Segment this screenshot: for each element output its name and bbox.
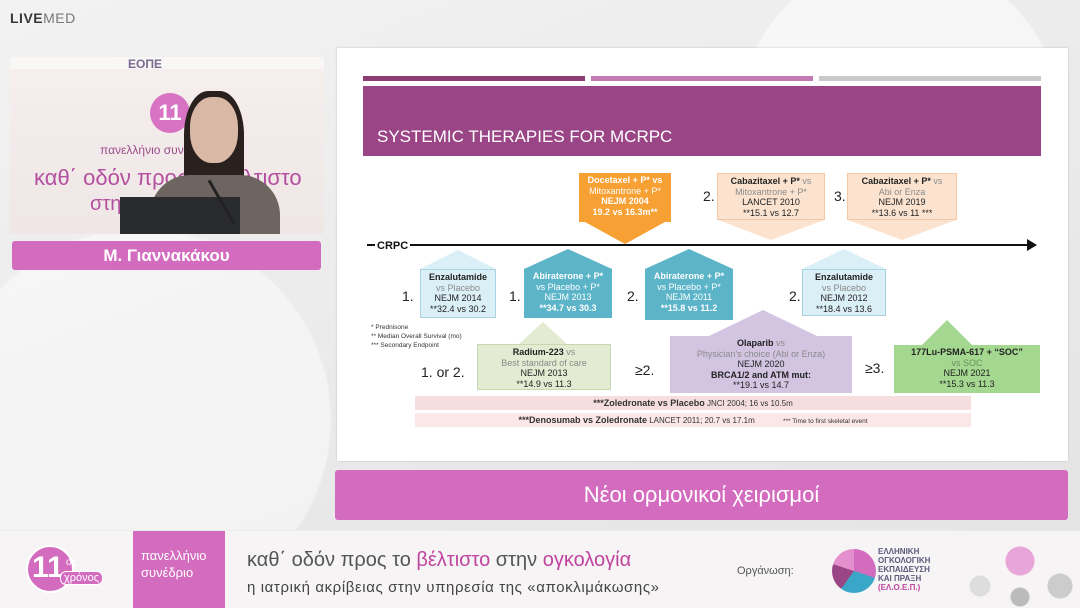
conference-label-box: πανελλήνιο συνέδριο	[133, 531, 225, 608]
legend-line: * Prednisone	[371, 324, 409, 331]
therapy-lutetium-psma: 177Lu-PSMA-617 + “SOC” vs SOC NEJM 2021 …	[894, 345, 1040, 393]
presentation-slide: SYSTEMIC THERAPIES FOR MCRPC Docetaxel +…	[337, 48, 1068, 461]
therapy-enzalutamide-2012: Enzalutamide vs Placebo NEJM 2012 **18.4…	[802, 269, 886, 316]
slide-accent-bar-3	[819, 76, 1041, 81]
slide-accent-bar-2	[591, 76, 813, 81]
therapy-cabazitaxel-2019: Cabazitaxel + P* vs Abi or Enza NEJM 201…	[847, 173, 957, 220]
organizer-name: ΕΛΛΗΝΙΚΗ ΟΓΚΟΛΟΓΙΚΗ ΕΚΠΑΙΔΕΥΣΗ ΚΑΙ ΠΡΑΞΗ…	[878, 547, 931, 592]
line-number: 2.	[703, 188, 715, 204]
decorative-spheres	[950, 531, 1080, 608]
therapy-olaparib: Olaparib vs Physician's choice (Abi or E…	[670, 336, 852, 393]
line-number: ≥2.	[635, 362, 655, 378]
footer-banner: 11 ος χρόνος πανελλήνιο συνέδριο καθ΄ οδ…	[0, 531, 1080, 608]
line-number: 1.	[402, 288, 414, 304]
speaker-head	[190, 97, 238, 163]
anniversary-suffix: ος	[66, 557, 77, 568]
legend-line: *** Secondary Endpoint	[371, 342, 439, 349]
lutetium-arrow	[921, 320, 973, 346]
legend-line: ** Median Overall Survival (mo)	[371, 333, 462, 340]
anniversary-number: 11	[32, 551, 64, 584]
anniversary-badge	[26, 545, 74, 593]
anniversary-word: χρόνος	[60, 571, 104, 585]
enzalutamide-2014-arrow	[420, 250, 496, 269]
line-number: 1. or 2.	[421, 364, 465, 380]
eone-logo: ΕΟΠΕ	[128, 57, 163, 71]
speaker-name-bar: Μ. Γιαννακάκου	[12, 241, 321, 270]
docetaxel-arrow	[585, 222, 665, 244]
video-banner	[10, 57, 324, 69]
organizer-logo-icon	[832, 549, 876, 593]
video-backdrop-text-1: πανελλήνιο συνέδριο	[100, 143, 212, 157]
cabazitaxel-2019-arrow	[848, 220, 956, 240]
radium-arrow	[519, 322, 567, 344]
line-number: 2.	[789, 288, 801, 304]
conference-tagline: καθ΄ οδόν προς το βέλτιστο στην ογκολογί…	[247, 549, 632, 571]
therapy-cabazitaxel-2010: Cabazitaxel + P* vs Mitoxantrone + P* LA…	[717, 173, 825, 220]
slide-title: SYSTEMIC THERAPIES FOR MCRPC	[377, 127, 673, 146]
line-number: 2.	[627, 288, 639, 304]
organizer-label: Οργάνωση:	[737, 565, 794, 577]
abiraterone-2011-arrow	[645, 249, 733, 269]
therapy-abiraterone-2013: Abiraterone + P* vs Placebo + P* NEJM 20…	[524, 269, 612, 318]
line-number: 1.	[509, 288, 521, 304]
line-number: 3.	[834, 188, 846, 204]
conference-label-2: συνέδριο	[141, 565, 194, 580]
enzalutamide-2012-arrow	[802, 249, 886, 269]
abiraterone-2013-arrow	[524, 249, 612, 269]
livemed-logo: LIVEMED	[10, 10, 76, 26]
timeline-label: CRPC	[375, 240, 411, 252]
therapy-enzalutamide-2014: Enzalutamide vs Placebo NEJM 2014 **32.4…	[420, 269, 496, 318]
conference-subtitle: η ιατρική ακρίβειας στην υπηρεσία της «α…	[247, 579, 660, 596]
line-number: ≥3.	[865, 360, 885, 376]
conference-label-1: πανελλήνιο	[141, 548, 207, 563]
cabazitaxel-2010-arrow	[718, 220, 824, 240]
band-denosumab: ***Denosumab vs Zoledronate LANCET 2011;…	[415, 413, 971, 427]
speaker-video[interactable]: ΕΟΠΕ 11 πανελλήνιο συνέδριο καθ΄ οδόν πρ…	[10, 57, 324, 234]
therapy-docetaxel: Docetaxel + P* vs Mitoxantrone + P* NEJM…	[579, 173, 671, 222]
band-zoledronate: ***Zoledronate vs Placebo JNCI 2004; 16 …	[415, 396, 971, 410]
therapy-radium-223: Radium-223 vs Best standard of care NEJM…	[477, 344, 611, 390]
therapy-abiraterone-2011: Abiraterone + P* vs Placebo + P* NEJM 20…	[645, 269, 733, 320]
slide-title-bar: SYSTEMIC THERAPIES FOR MCRPC	[363, 86, 1041, 156]
timeline-arrowhead	[1027, 239, 1037, 251]
caption-bar: Νέοι ορμονικοί χειρισμοί	[335, 470, 1068, 520]
slide-accent-bar-1	[363, 76, 585, 81]
conference-badge: 11	[150, 93, 190, 133]
timeline-axis	[367, 244, 1032, 246]
olaparib-arrow	[709, 310, 817, 336]
